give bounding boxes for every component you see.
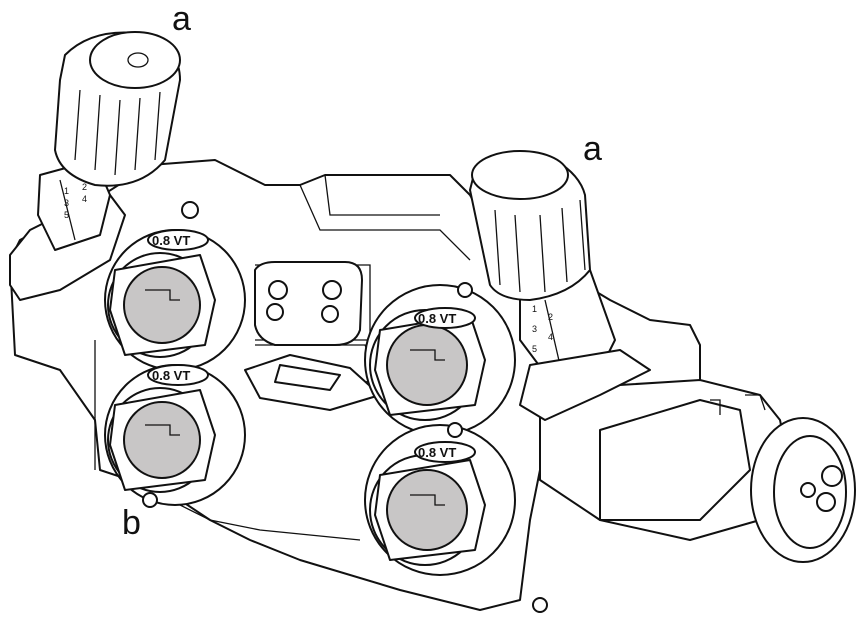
- roll-size-label: 0.8 VT: [152, 233, 190, 248]
- svg-text:1: 1: [532, 304, 537, 314]
- roll-size-label: 0.8 VT: [152, 368, 190, 383]
- drive-roll: 0.8 VT: [104, 229, 246, 371]
- roll-size-label: 0.8 VT: [418, 445, 456, 460]
- svg-text:3: 3: [64, 198, 69, 208]
- roll-size-label: 0.8 VT: [418, 311, 456, 326]
- plate-hole: [268, 280, 288, 300]
- callout-a-right: a: [583, 130, 602, 168]
- svg-text:1: 1: [64, 186, 69, 196]
- plate-hole: [266, 303, 284, 321]
- screws: [142, 201, 548, 613]
- plate-hole: [321, 305, 339, 323]
- roll-cap: [123, 401, 201, 479]
- drive-roll: 0.8 VT: [104, 364, 246, 506]
- drive-roll: 0.8 VT: [364, 424, 516, 576]
- svg-text:4: 4: [548, 332, 553, 342]
- roll-cap: [386, 324, 468, 406]
- svg-text:4: 4: [82, 194, 87, 204]
- pressure-knob-right[interactable]: [469, 150, 591, 301]
- torch-connector: [539, 379, 856, 563]
- roll-cap: [123, 266, 201, 344]
- plate-hole: [322, 280, 342, 300]
- wire-guide: [244, 354, 381, 411]
- connector-port: [800, 482, 816, 498]
- callout-b: b: [122, 504, 141, 542]
- pressure-knob-left[interactable]: [54, 31, 181, 187]
- roll-cap: [386, 469, 468, 551]
- svg-text:2: 2: [548, 312, 553, 322]
- connector-port: [821, 465, 843, 487]
- callout-a-left: a: [172, 0, 191, 38]
- center-plate: [254, 261, 363, 346]
- svg-text:3: 3: [532, 324, 537, 334]
- connector-port: [816, 492, 836, 512]
- drive-roll: 0.8 VT: [364, 284, 516, 436]
- svg-text:2: 2: [82, 182, 87, 192]
- svg-text:5: 5: [532, 344, 537, 354]
- svg-text:5: 5: [64, 210, 69, 220]
